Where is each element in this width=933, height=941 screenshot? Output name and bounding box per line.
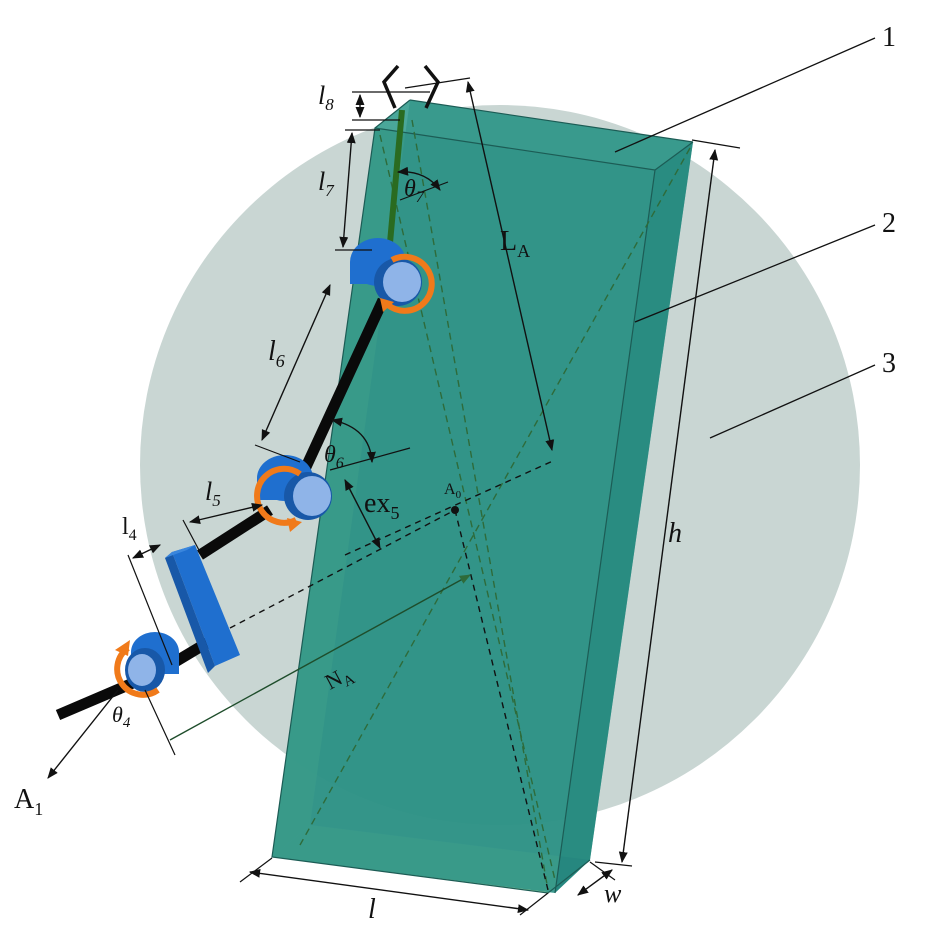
callout-3-leader [709, 364, 876, 439]
dim-l4 [131, 544, 162, 559]
rotation-arrow-icon [114, 645, 160, 698]
link-upper [385, 109, 405, 266]
dim-LA [465, 80, 555, 452]
na-vector [169, 574, 471, 741]
center-point-a0 [451, 506, 459, 514]
dim-l [248, 868, 530, 914]
label-A0: A0 [444, 481, 462, 501]
label-l7: l7 [318, 167, 335, 200]
label-theta6: θ6 [324, 442, 344, 472]
label-l8: l8 [318, 81, 334, 114]
label-l: l [368, 894, 376, 925]
label-h: h [668, 518, 682, 549]
dim-w [577, 869, 613, 896]
dim-h [618, 148, 719, 864]
manipulator-arm [55, 64, 441, 721]
label-theta7: θ7 [404, 176, 425, 206]
panel-diagonal-3 [379, 134, 556, 881]
dim-l7 [339, 131, 356, 249]
joint-6 [254, 455, 332, 532]
label-A1: A1 [14, 784, 43, 819]
joint-4 [114, 632, 179, 698]
wrist-bracket-top [165, 545, 195, 558]
label-theta4: θ4 [112, 702, 131, 731]
gripper-icon [381, 64, 441, 109]
label-ex5: ex5 [364, 488, 399, 523]
na-axis-line [229, 509, 456, 629]
angle-theta6 [330, 417, 376, 464]
rotation-arrow-icon [386, 253, 435, 314]
label-l4: l4 [122, 514, 137, 544]
wrist-bracket-side [165, 552, 215, 673]
dimension-lines [127, 77, 741, 916]
dim-l5 [188, 502, 264, 525]
joint-7 [350, 238, 435, 314]
panel-diagonal-1 [411, 119, 549, 891]
link-7 [295, 297, 388, 483]
label-LA: LA [500, 226, 530, 261]
label-w: w [604, 879, 622, 908]
label-l5: l5 [205, 477, 221, 510]
callout-2-leader [634, 224, 876, 323]
label-l6: l6 [268, 336, 285, 371]
callout-1-leader [614, 37, 876, 153]
callout-2: 2 [882, 208, 896, 239]
wrist-bracket [172, 545, 240, 666]
dim-l6 [261, 283, 331, 442]
callout-1: 1 [882, 22, 896, 53]
callout-3: 3 [882, 348, 896, 379]
rotation-arrow-icon [254, 465, 302, 526]
dim-ex5 [344, 479, 381, 549]
angle-theta7 [396, 166, 441, 191]
link-base [55, 674, 143, 721]
a1-axis-arrow [47, 689, 119, 779]
